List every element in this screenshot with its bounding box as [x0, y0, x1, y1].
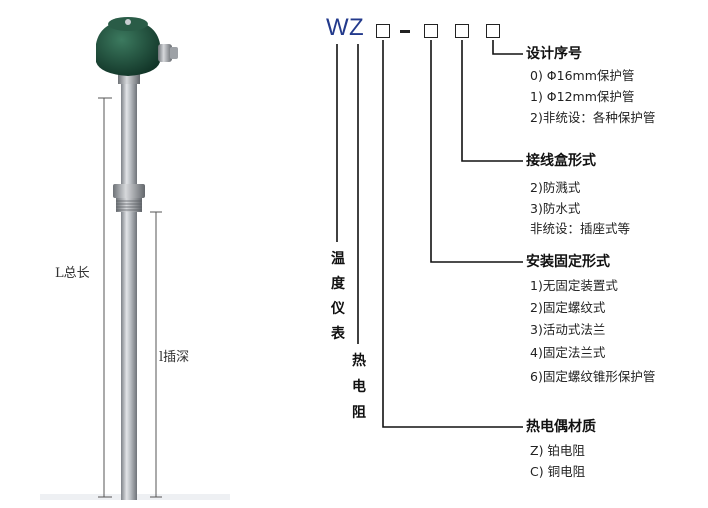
material-item-1: C) 铜电阻 — [530, 464, 586, 479]
mounting-item-2: 3)活动式法兰 — [530, 322, 606, 337]
junction-box-item-0: 2)防溅式 — [530, 180, 581, 195]
cable-gland — [158, 44, 172, 62]
code-letter-w: W — [326, 14, 349, 41]
mounting-item-4: 6)固定螺纹锥形保护管 — [530, 369, 656, 384]
code-box-material — [376, 24, 390, 38]
dimension-total-length: L总长 — [55, 262, 90, 281]
vlabel-dian: 电 — [352, 379, 366, 395]
code-letter-z: Z — [349, 14, 364, 41]
junction-box-item-1: 3)防水式 — [530, 201, 581, 216]
mounting-item-3: 4)固定法兰式 — [530, 345, 606, 360]
design-item-1: 1) Φ12mm保护管 — [530, 89, 635, 104]
vlabel-zu: 阻 — [352, 405, 366, 421]
junction-box-title: 接线盒形式 — [526, 153, 596, 169]
thread-fitting — [116, 198, 142, 212]
design-item-0: 0) Φ16mm保护管 — [530, 68, 635, 83]
vlabel-re: 热 — [352, 353, 366, 369]
code-dash — [400, 30, 410, 33]
line-design — [492, 40, 523, 55]
code-box-mounting — [424, 24, 438, 38]
material-item-0: Z) 铂电阻 — [530, 443, 585, 458]
hex-nut — [113, 184, 145, 198]
design-item-2: 2)非统设：各种保护管 — [530, 110, 656, 125]
mounting-item-1: 2)固定螺纹式 — [530, 300, 606, 315]
vlabel-wen: 温 — [331, 251, 345, 267]
line-mounting — [430, 40, 523, 263]
vlabel-du: 度 — [331, 276, 345, 292]
lid-screw — [125, 19, 131, 25]
vlabel-yi: 仪 — [331, 301, 345, 317]
gland-cap — [170, 47, 178, 59]
code-box-design — [486, 24, 500, 38]
junction-head — [96, 20, 160, 76]
line-material — [382, 40, 523, 428]
material-title: 热电偶材质 — [526, 419, 596, 435]
code-box-junction — [455, 24, 469, 38]
junction-box-item-2: 非统设：插座式等 — [530, 221, 631, 236]
line-junction-box — [461, 40, 523, 162]
mounting-title: 安装固定形式 — [526, 254, 610, 270]
vlabel-biao: 表 — [331, 326, 345, 342]
design-title: 设计序号 — [526, 46, 582, 62]
mounting-item-0: 1)无固定装置式 — [530, 278, 618, 293]
dimension-insertion-depth: l插深 — [159, 346, 190, 365]
